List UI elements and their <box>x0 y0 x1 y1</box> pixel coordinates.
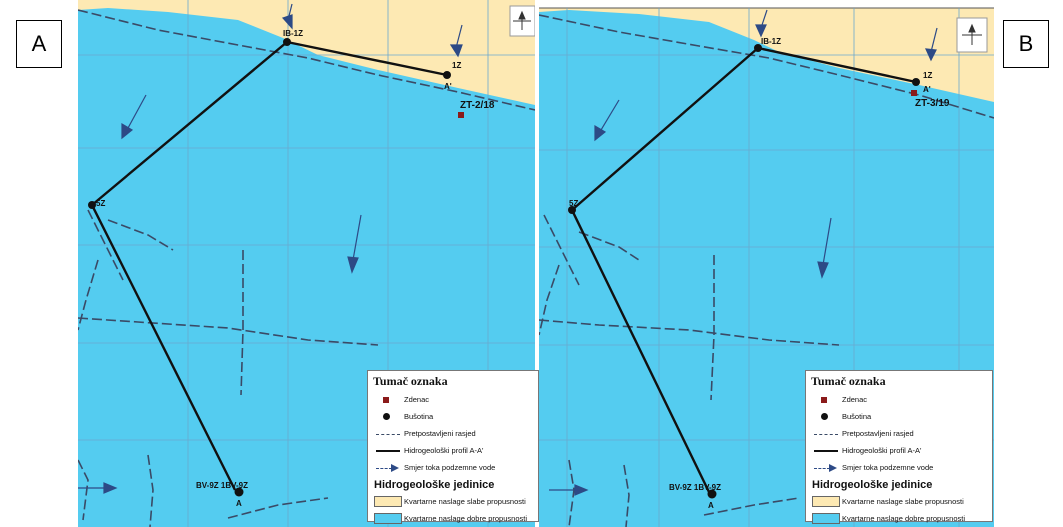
map-a-well-label-ib1z: IB-1Z <box>283 29 303 38</box>
legend-label: Smjer toka podzemne vode <box>404 463 496 472</box>
legend-label: Bušotina <box>842 412 872 421</box>
legend-unit-slabe: Kvartarne naslage slabe propusnosti <box>368 493 538 510</box>
legend-label: Kvartarne naslage dobre propusnosti <box>404 514 527 523</box>
legend-item-busotina: Bušotina <box>806 408 992 425</box>
legend-label: Kvartarne naslage slabe propusnosti <box>404 497 526 506</box>
legend-label: Kvartarne naslage slabe propusnosti <box>842 497 964 506</box>
legend-item-zdenac: Zdenac <box>806 391 992 408</box>
map-b-label-a: A <box>708 501 714 510</box>
square-icon <box>812 394 842 406</box>
legend-label: Pretpostavljeni rasjed <box>404 429 476 438</box>
map-b-well-label-ib1z: IB-1Z <box>761 37 781 46</box>
legend-item-rasjed: Pretpostavljeni rasjed <box>806 425 992 442</box>
map-a-faults <box>78 9 535 527</box>
map-a-zdenac <box>458 112 464 118</box>
map-b-label-a-prime: A' <box>923 85 931 94</box>
map-b-zdenac-label: ZT-3/19 <box>915 98 950 109</box>
legend-unit-dobre: Kvartarne naslage dobre propusnosti <box>806 510 992 527</box>
legend-section-title: Hidrogeološke jedinice <box>812 479 933 491</box>
map-b-land <box>539 0 994 102</box>
legend-item-zdenac: Zdenac <box>368 391 538 408</box>
circle-icon <box>812 411 842 423</box>
map-a-profile <box>90 40 448 491</box>
legend-title: Tumač oznaka <box>373 374 448 388</box>
map-b-well-label-5z: 5Z <box>569 199 578 208</box>
legend-b: Tumač oznaka Zdenac Bušotina Pretpostavl… <box>805 370 993 524</box>
map-a-land <box>78 0 535 105</box>
legend-label: Bušotina <box>404 412 434 421</box>
map-b-frame-top <box>539 0 994 8</box>
panel-label-a: A <box>16 20 62 68</box>
legend-label: Hidrogeološki profil A-A' <box>404 446 484 455</box>
compass-icon <box>962 23 982 45</box>
arrow-icon <box>374 462 404 474</box>
solid-line-icon <box>374 445 404 457</box>
legend-item-smjer: Smjer toka podzemne vode <box>368 459 538 476</box>
map-b-well-label-1z: 1Z <box>923 71 932 80</box>
legend-label: Zdenac <box>842 395 868 404</box>
legend-label: Smjer toka podzemne vode <box>842 463 934 472</box>
legend-label: Pretpostavljeni rasjed <box>842 429 914 438</box>
legend-item-profil: Hidrogeološki profil A-A' <box>368 442 538 459</box>
swatch-dobre <box>812 512 840 524</box>
map-a-well-label-bv: BV-9Z 1BV-9Z <box>196 481 248 490</box>
swatch-slabe <box>374 495 402 507</box>
arrow-icon <box>812 462 842 474</box>
legend-label: Hidrogeološki profil A-A' <box>842 446 922 455</box>
legend-unit-slabe: Kvartarne naslage slabe propusnosti <box>806 493 992 510</box>
map-b-well-label-bv: BV-9Z 1BV-9Z <box>669 483 721 492</box>
map-a-well-label-5z: 5Z <box>96 199 105 208</box>
dashed-line-icon <box>812 428 842 440</box>
map-a-wells <box>88 38 451 497</box>
map-b-wells <box>568 44 920 499</box>
legend-item-rasjed: Pretpostavljeni rasjed <box>368 425 538 442</box>
legend-a: Tumač oznaka Zdenac Bušotina Pretpostavl… <box>367 370 539 524</box>
map-a-label-a-prime: A' <box>444 82 452 91</box>
swatch-slabe <box>812 495 840 507</box>
legend-label: Kvartarne naslage dobre propusnosti <box>842 514 965 523</box>
legend-item-smjer: Smjer toka podzemne vode <box>806 459 992 476</box>
square-icon <box>374 394 404 406</box>
compass-icon <box>513 10 531 30</box>
map-b-flow-arrows <box>549 9 938 496</box>
legend-item-profil: Hidrogeološki profil A-A' <box>806 442 992 459</box>
legend-section-title: Hidrogeološke jedinice <box>374 479 495 491</box>
map-b-zdenac <box>911 90 917 96</box>
legend-label: Zdenac <box>404 395 430 404</box>
solid-line-icon <box>812 445 842 457</box>
map-a-flow-arrows <box>78 3 463 494</box>
legend-title: Tumač oznaka <box>811 374 886 388</box>
legend-unit-dobre: Kvartarne naslage dobre propusnosti <box>368 510 538 527</box>
panel-label-b: B <box>1003 20 1049 68</box>
legend-item-busotina: Bušotina <box>368 408 538 425</box>
dashed-line-icon <box>374 428 404 440</box>
map-a-label-a: A <box>236 499 242 508</box>
map-a-zdenac-label: ZT-2/18 <box>460 100 495 111</box>
circle-icon <box>374 411 404 423</box>
swatch-dobre <box>374 512 402 524</box>
map-a-well-label-1z: 1Z <box>452 61 461 70</box>
map-b-profile <box>570 46 917 493</box>
